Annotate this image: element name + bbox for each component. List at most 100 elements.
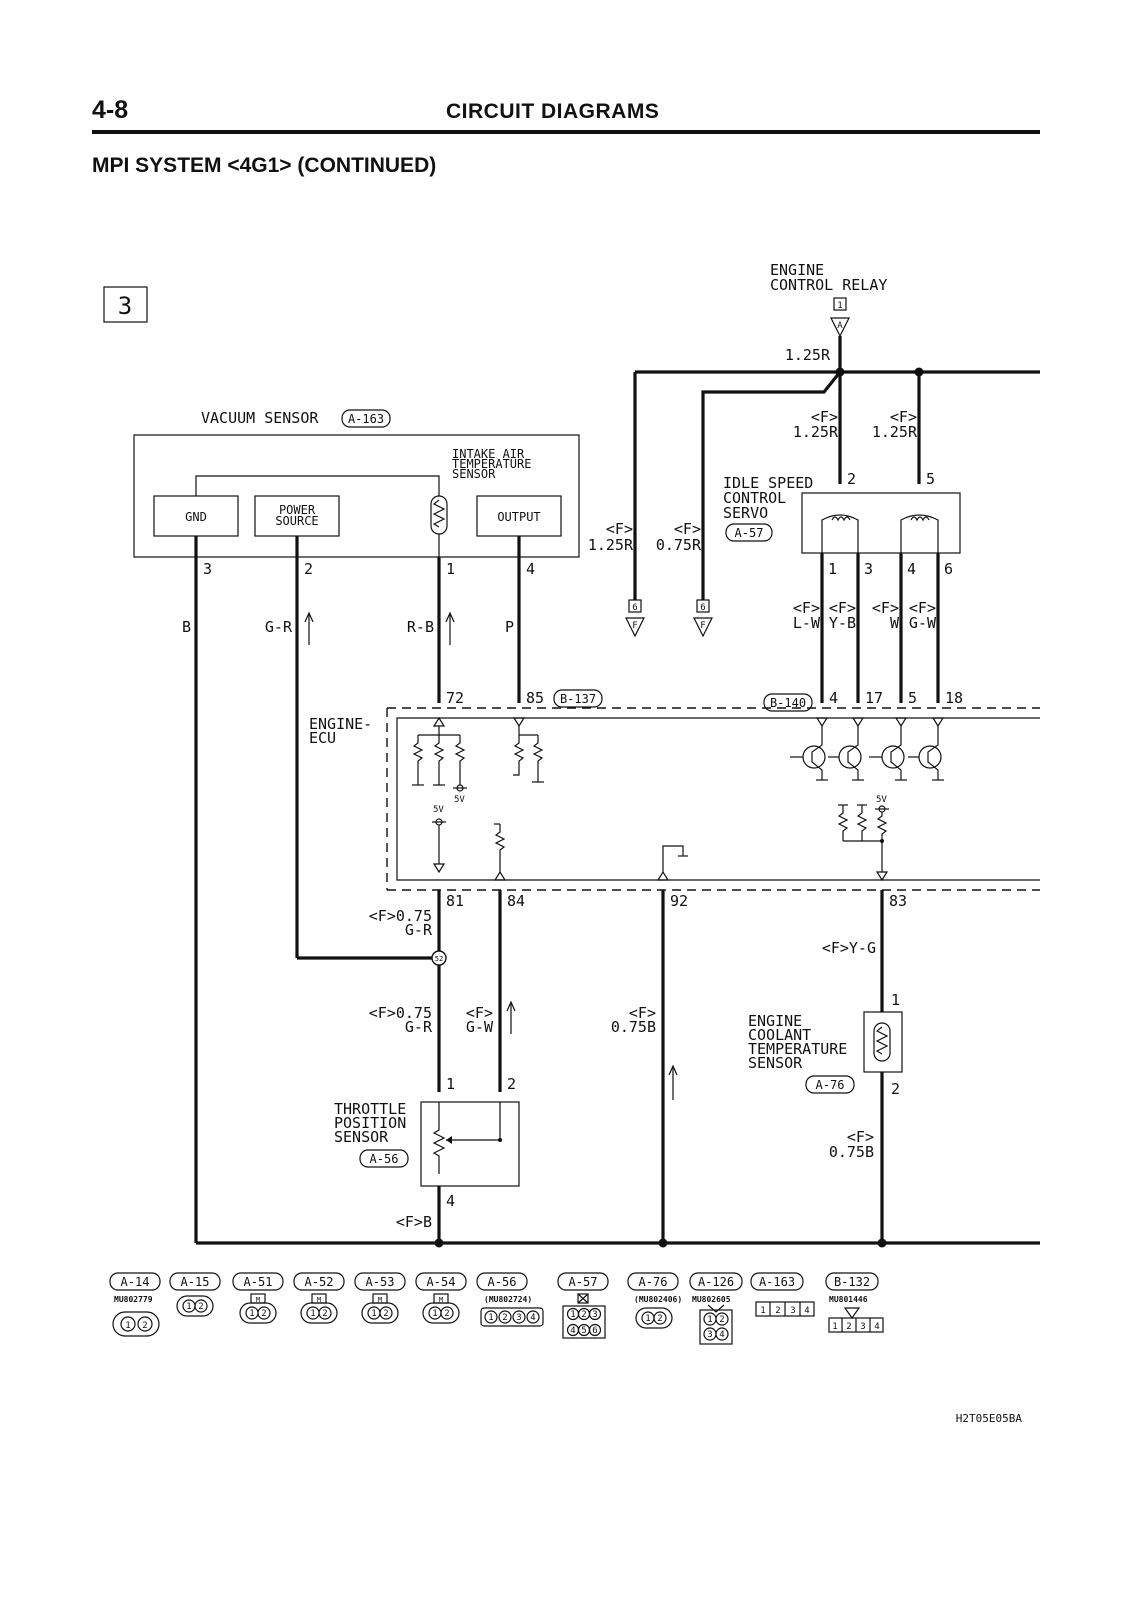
conn-a52-face: M 1 2 <box>300 1293 338 1324</box>
w92-size: 0.75B <box>611 1018 656 1036</box>
power-source-line2: SOURCE <box>275 514 318 528</box>
tps-name-line1: THROTTLE <box>334 1100 406 1118</box>
feed-left-terminal: 6 <box>632 603 637 613</box>
vacuum-sensor-title: VACUUM SENSOR <box>201 409 319 427</box>
svg-text:M: M <box>439 1296 443 1304</box>
tps-pin-1: 1 <box>446 1075 455 1093</box>
conn-a126-part: MU802605 <box>692 1295 731 1304</box>
sheet-number-box: 3 <box>103 286 148 323</box>
tps-wire-a-tag-size: <F>0.75 <box>369 1004 432 1022</box>
throttle-position-sensor: THROTTLE POSITION SENSOR A-56 1 2 4 <box>334 1075 520 1210</box>
ect-name-line1: ENGINE <box>748 1012 802 1030</box>
ect-name-line3: TEMPERATURE <box>748 1040 847 1058</box>
ecu-connector-b140: B-140 <box>770 696 806 710</box>
iat-line3: SENSOR <box>452 467 496 481</box>
conn-a51-label: A-51 <box>244 1275 273 1289</box>
section-title: MPI SYSTEM <4G1> (CONTINUED) <box>92 154 437 177</box>
svg-text:2: 2 <box>775 1306 780 1316</box>
svg-text:M: M <box>378 1296 382 1304</box>
ect-ground-size: 0.75B <box>829 1143 874 1161</box>
isc-feed-b-size: 1.25R <box>872 423 918 441</box>
ecu-5v-a: 5V <box>454 795 465 805</box>
conn-a14-face: 1 2 <box>112 1311 160 1337</box>
conn-a57-face: 1 2 3 4 5 6 <box>562 1293 606 1339</box>
ecu-name-line1: ENGINE- <box>309 715 372 733</box>
isc-feed-b-tag: <F> <box>890 408 917 426</box>
ect-ground-tag: <F> <box>847 1128 874 1146</box>
svg-text:2: 2 <box>657 1314 662 1324</box>
svg-text:1: 1 <box>707 1315 712 1325</box>
isc-wire-tag-3: <F> <box>872 599 899 617</box>
page-title: CIRCUIT DIAGRAMS <box>446 100 660 123</box>
junction-52: 52 <box>435 955 443 963</box>
ground-wire-label: <F>B <box>396 1213 432 1231</box>
page-number: 4-8 <box>92 96 129 124</box>
ecu-driver-transistors <box>790 717 945 781</box>
conn-a54-label: A-54 <box>427 1275 456 1289</box>
header-rule <box>92 130 1040 134</box>
isc-wire-3: W <box>890 614 900 632</box>
relay-feed-left: <F> 1.25R 6 F <box>588 520 645 638</box>
svg-text:M: M <box>256 1296 260 1304</box>
conn-a51-face: M 1 2 <box>239 1293 277 1324</box>
isc-wire-tag-4: <F> <box>909 599 936 617</box>
engine-ecu: ENGINE- ECU 72 85 B-137 B-140 4 17 5 18 … <box>309 689 1040 910</box>
conn-a76-part: (MU802406) <box>634 1295 682 1304</box>
idle-speed-control-servo: IDLE SPEED CONTROL SERVO A-57 <box>723 474 961 556</box>
conn-a14-label: A-14 <box>121 1275 150 1289</box>
vacuum-sensor: VACUUM SENSOR A-163 INTAKE AIR TEMPERATU… <box>133 409 580 558</box>
feed-right-terminal: 6 <box>700 603 705 613</box>
ecu-pin-84: 84 <box>507 892 525 910</box>
ecu-connector-b137: B-137 <box>560 692 596 706</box>
vs-pin-3: 3 <box>203 560 212 578</box>
ecu-pin-72: 72 <box>446 689 464 707</box>
ecu-pin-17: 17 <box>865 689 883 707</box>
ecu-pin-18: 18 <box>945 689 963 707</box>
conn-a126-label: A-126 <box>698 1275 734 1289</box>
isc-feed-a-size: 1.25R <box>793 423 839 441</box>
svg-text:1: 1 <box>570 1310 575 1320</box>
ecu-pin-4: 4 <box>829 689 838 707</box>
isc-pin-4: 4 <box>907 560 916 578</box>
svg-text:3: 3 <box>860 1322 865 1332</box>
isc-pin-2: 2 <box>847 470 856 488</box>
ecu-pin-85: 85 <box>526 689 544 707</box>
tps-wire-b-color: G-W <box>466 1018 494 1036</box>
conn-a76-face: 1 2 <box>635 1307 673 1329</box>
vs-wire-b: B <box>182 618 191 636</box>
svg-text:2: 2 <box>846 1322 851 1332</box>
isc-wire-tag-1: <F> <box>793 599 820 617</box>
conn-a163-face: 1 2 3 4 <box>755 1301 815 1317</box>
svg-text:4: 4 <box>570 1326 575 1336</box>
tps-name-line3: SENSOR <box>334 1128 389 1146</box>
isc-wire-2: Y-B <box>829 614 856 632</box>
vs-pin-1: 1 <box>446 560 455 578</box>
svg-text:1: 1 <box>371 1309 376 1319</box>
ecu-pin-92: 92 <box>670 892 688 910</box>
conn-a14-part: MU802779 <box>114 1295 153 1304</box>
sheet-number: 3 <box>118 292 132 320</box>
ect-name-line4: SENSOR <box>748 1054 803 1072</box>
conn-a56-face: 1 2 3 4 <box>480 1307 544 1327</box>
ect-name-line2: COOLANT <box>748 1026 811 1044</box>
tps-connector: A-56 <box>370 1152 399 1166</box>
svg-text:2: 2 <box>322 1309 327 1319</box>
isc-pin-6: 6 <box>944 560 953 578</box>
svg-text:1: 1 <box>645 1314 650 1324</box>
w81-color: G-R <box>405 921 433 939</box>
svg-text:1: 1 <box>488 1313 493 1323</box>
conn-b132-part: MU801446 <box>829 1295 868 1304</box>
relay-connector-letter: A <box>837 321 843 331</box>
feed-right-size: 0.75R <box>656 536 702 554</box>
feed-right-letter: F <box>700 621 705 631</box>
svg-text:4: 4 <box>804 1306 809 1316</box>
w83-label: <F>Y-G <box>822 939 876 957</box>
svg-text:6: 6 <box>592 1326 597 1336</box>
conn-a126-face: 1 2 3 4 <box>699 1304 733 1345</box>
svg-text:5: 5 <box>581 1326 586 1336</box>
vs-wire-p: P <box>505 618 514 636</box>
tps-wire-b-tag: <F> <box>466 1004 493 1022</box>
svg-text:3: 3 <box>516 1313 521 1323</box>
svg-text:2: 2 <box>383 1309 388 1319</box>
